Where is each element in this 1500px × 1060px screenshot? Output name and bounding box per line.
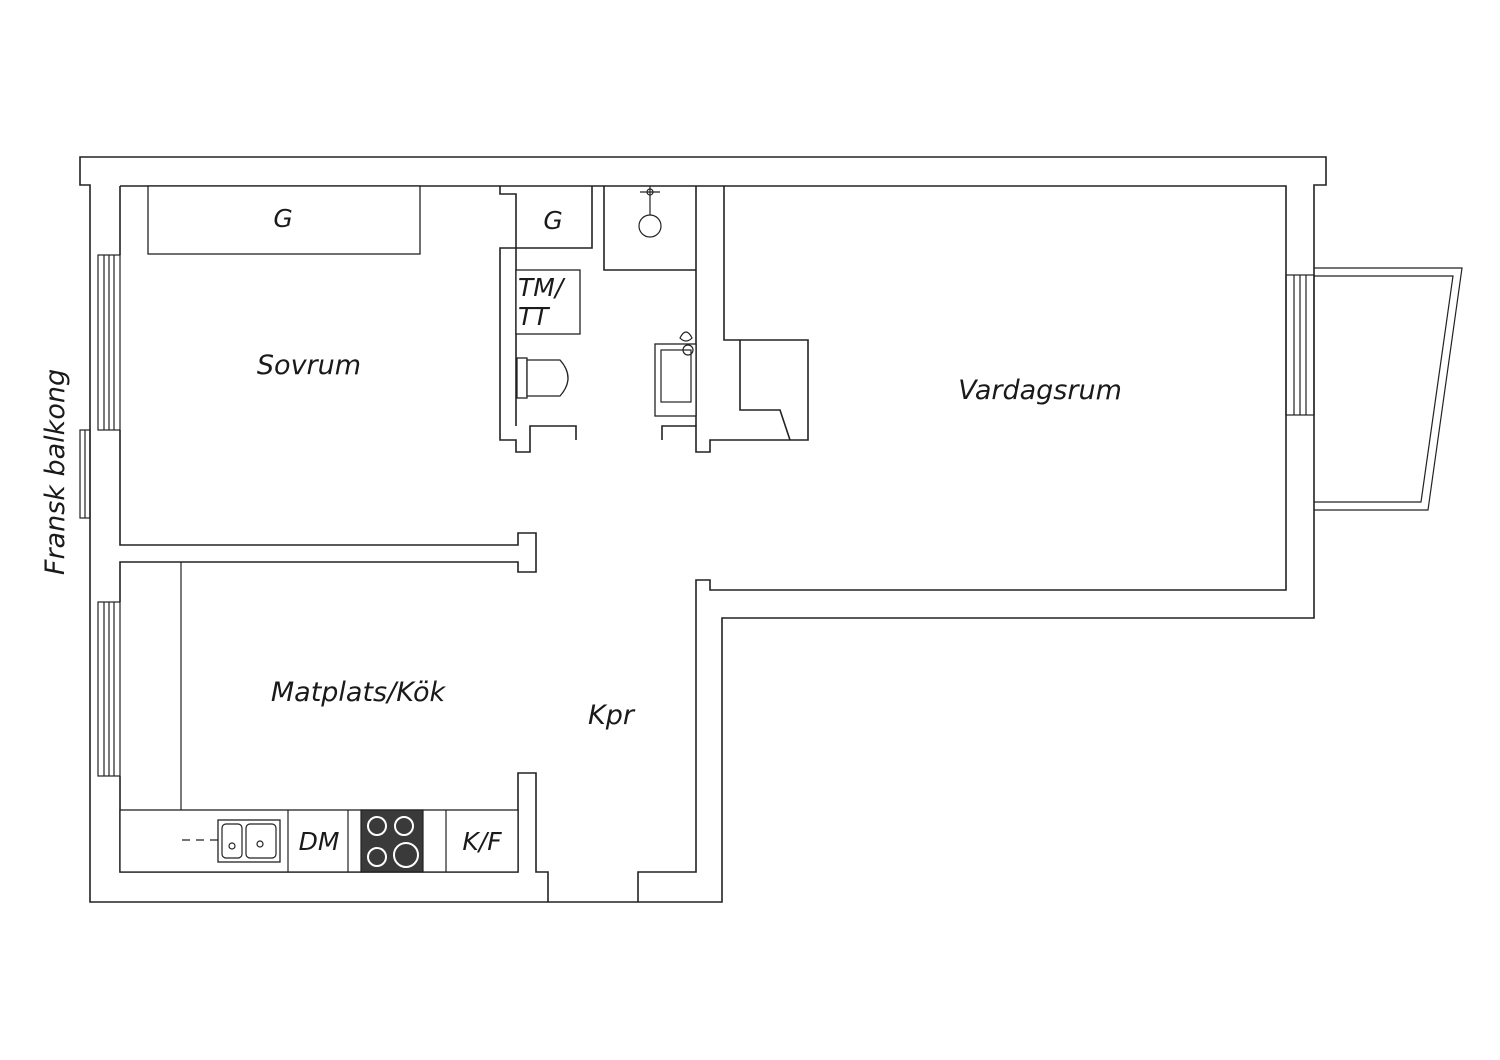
french-balcony-door: [79, 429, 91, 519]
kitchen-counter: [119, 562, 519, 873]
window-bedroom: [97, 254, 121, 431]
fridge-freezer-label: K/F: [462, 827, 502, 856]
room-label-vardagsrum: Vardagsrum: [958, 375, 1122, 406]
room-label-sovrum: Sovrum: [257, 350, 361, 381]
washer-dryer-unit: [515, 269, 581, 335]
washer-dryer-label-1: TM/: [518, 273, 566, 302]
wardrobe-hall-label: G: [543, 206, 562, 235]
toilet-icon: [516, 357, 569, 399]
wardrobe-bedroom: [147, 185, 421, 255]
balcony: [1314, 267, 1463, 511]
bathroom-sink-icon: [654, 331, 697, 417]
window-kitchen: [97, 601, 121, 777]
room-label-matplats-kok: Matplats/Kök: [271, 677, 447, 708]
outer-walls: [79, 156, 1327, 903]
window-living: [1285, 274, 1315, 416]
washer-dryer-label-2: TT: [518, 302, 550, 331]
wardrobe-bedroom-label: G: [273, 204, 292, 233]
stove-icon: [360, 809, 424, 873]
shower-icon: [638, 186, 662, 238]
french-balcony-label: Fransk balkong: [40, 369, 71, 575]
dishwasher-label: DM: [299, 827, 340, 856]
room-label-kpr: Kpr: [588, 700, 636, 731]
kitchen-sink-icon: [217, 819, 281, 863]
